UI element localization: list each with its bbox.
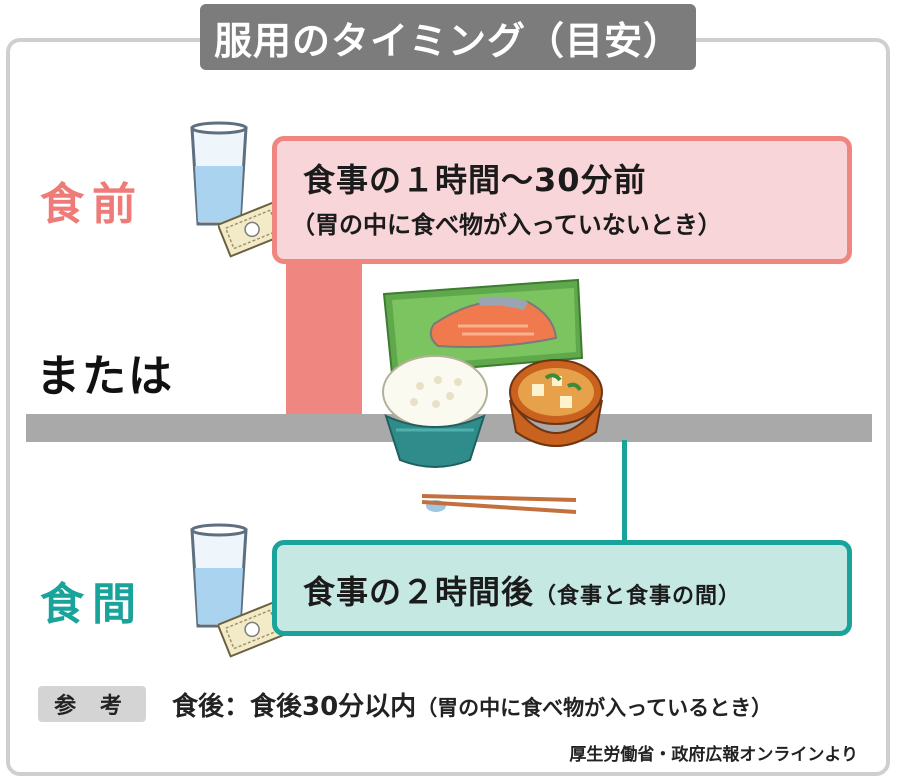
- between-meal-box: 食事の２時間後（食事と食事の間）: [272, 540, 852, 636]
- water-glass-icon: [190, 523, 248, 628]
- between-meal-label: 食間: [40, 579, 144, 630]
- reference-note: （胃の中に食べ物が入っているとき）: [416, 696, 773, 720]
- between-meal-note: （食事と食事の間）: [534, 584, 742, 609]
- diagram-title: 服用のタイミング（目安）: [200, 4, 696, 70]
- between-meal-connector: [622, 440, 627, 544]
- or-label: または: [36, 351, 174, 402]
- water-glass-icon: [190, 121, 248, 226]
- before-meal-label: 食前: [40, 179, 144, 230]
- chopsticks-icon: [421, 494, 577, 514]
- before-meal-note: （胃の中に食べ物が入っていないとき）: [291, 211, 722, 239]
- salmon-plate-icon: [382, 278, 584, 376]
- reference-text: 食後：食後30分以内（胃の中に食べ物が入っているとき）: [172, 686, 772, 723]
- reference-badge: 参 考: [38, 686, 146, 722]
- between-meal-timing: 食事の２時間後（食事と食事の間）: [303, 567, 741, 613]
- before-meal-connector: [286, 262, 362, 416]
- miso-soup-icon: [509, 359, 603, 447]
- reference-main: 食後：食後30分以内: [172, 692, 417, 722]
- between-meal-timing-main: 食事の２時間後: [303, 573, 535, 611]
- rice-bowl-icon: [382, 355, 488, 468]
- before-meal-timing: 食事の１時間〜30分前: [303, 161, 647, 199]
- before-meal-box: 食事の１時間〜30分前 （胃の中に食べ物が入っていないとき）: [272, 136, 852, 264]
- source-credit: 厚生労働省・政府広報オンラインより: [569, 745, 858, 765]
